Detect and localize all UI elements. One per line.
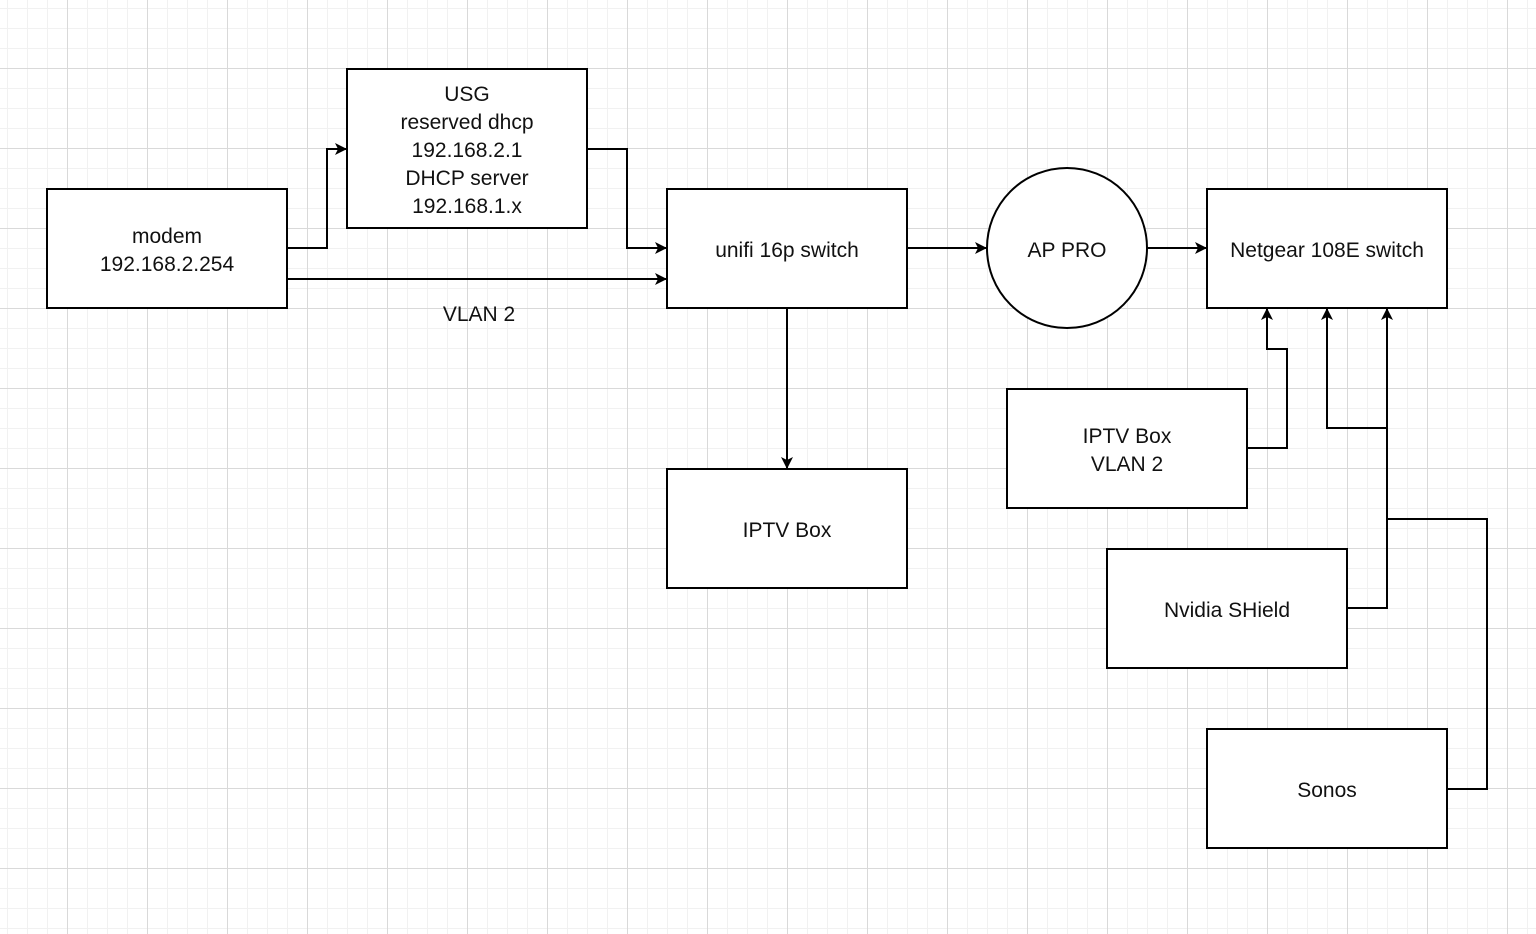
node-iptv2-line-2: VLAN 2 — [1091, 453, 1163, 476]
node-nvidia-label: Nvidia SHield — [1164, 599, 1290, 622]
edge-branch-netgear[interactable] — [1321, 308, 1387, 429]
node-unifi-label: unifi 16p switch — [715, 239, 859, 262]
node-netgear-label: Netgear 108E switch — [1230, 239, 1424, 262]
node-ap-label: AP PRO — [1028, 239, 1107, 262]
edge-usg-unifi[interactable] — [587, 148, 667, 254]
edge-label-vlan2: VLAN 2 — [443, 303, 515, 326]
node-iptv-box[interactable]: IPTV Box — [666, 468, 908, 589]
node-iptv-label: IPTV Box — [743, 519, 832, 542]
edge-sonos-netgear[interactable] — [1387, 518, 1488, 790]
node-usg[interactable]: USG reserved dhcp 192.168.2.1 DHCP serve… — [346, 68, 588, 229]
node-modem-shape — [46, 188, 288, 309]
node-iptv2-shape — [1006, 388, 1248, 509]
node-netgear-shape — [1206, 188, 1448, 309]
node-netgear-switch[interactable]: Netgear 108E switch — [1206, 188, 1448, 309]
edge-modem-usg[interactable] — [287, 143, 347, 249]
node-nvidia-shape — [1106, 548, 1348, 669]
node-sonos-shape — [1206, 728, 1448, 849]
node-modem-line-1: modem — [132, 225, 202, 248]
node-usg-line-4: DHCP server — [405, 167, 528, 190]
node-unifi-shape — [666, 188, 908, 309]
node-usg-line-1: USG — [444, 83, 490, 106]
node-usg-line-3: 192.168.2.1 — [412, 139, 523, 162]
node-iptv2-line-1: IPTV Box — [1083, 425, 1172, 448]
node-modem[interactable]: modem 192.168.2.254 — [46, 188, 288, 309]
node-sonos-label: Sonos — [1297, 779, 1357, 802]
edges — [287, 143, 1488, 790]
node-usg-shape — [346, 68, 588, 229]
node-nvidia-shield[interactable]: Nvidia SHield — [1106, 548, 1348, 669]
node-ap-shape — [986, 167, 1148, 329]
node-usg-line-2: reserved dhcp — [400, 111, 533, 134]
node-usg-line-5: 192.168.1.x — [412, 195, 522, 218]
edge-iptv2-netgear[interactable] — [1247, 308, 1288, 449]
node-sonos[interactable]: Sonos — [1206, 728, 1448, 849]
node-modem-line-2: 192.168.2.254 — [100, 253, 235, 276]
node-iptv-box-vlan2[interactable]: IPTV Box VLAN 2 — [1006, 388, 1248, 509]
edge-nvidia-netgear[interactable] — [1347, 308, 1393, 609]
node-ap-pro[interactable]: AP PRO — [986, 167, 1148, 329]
node-unifi-switch[interactable]: unifi 16p switch — [666, 188, 908, 309]
node-iptv-shape — [666, 468, 908, 589]
